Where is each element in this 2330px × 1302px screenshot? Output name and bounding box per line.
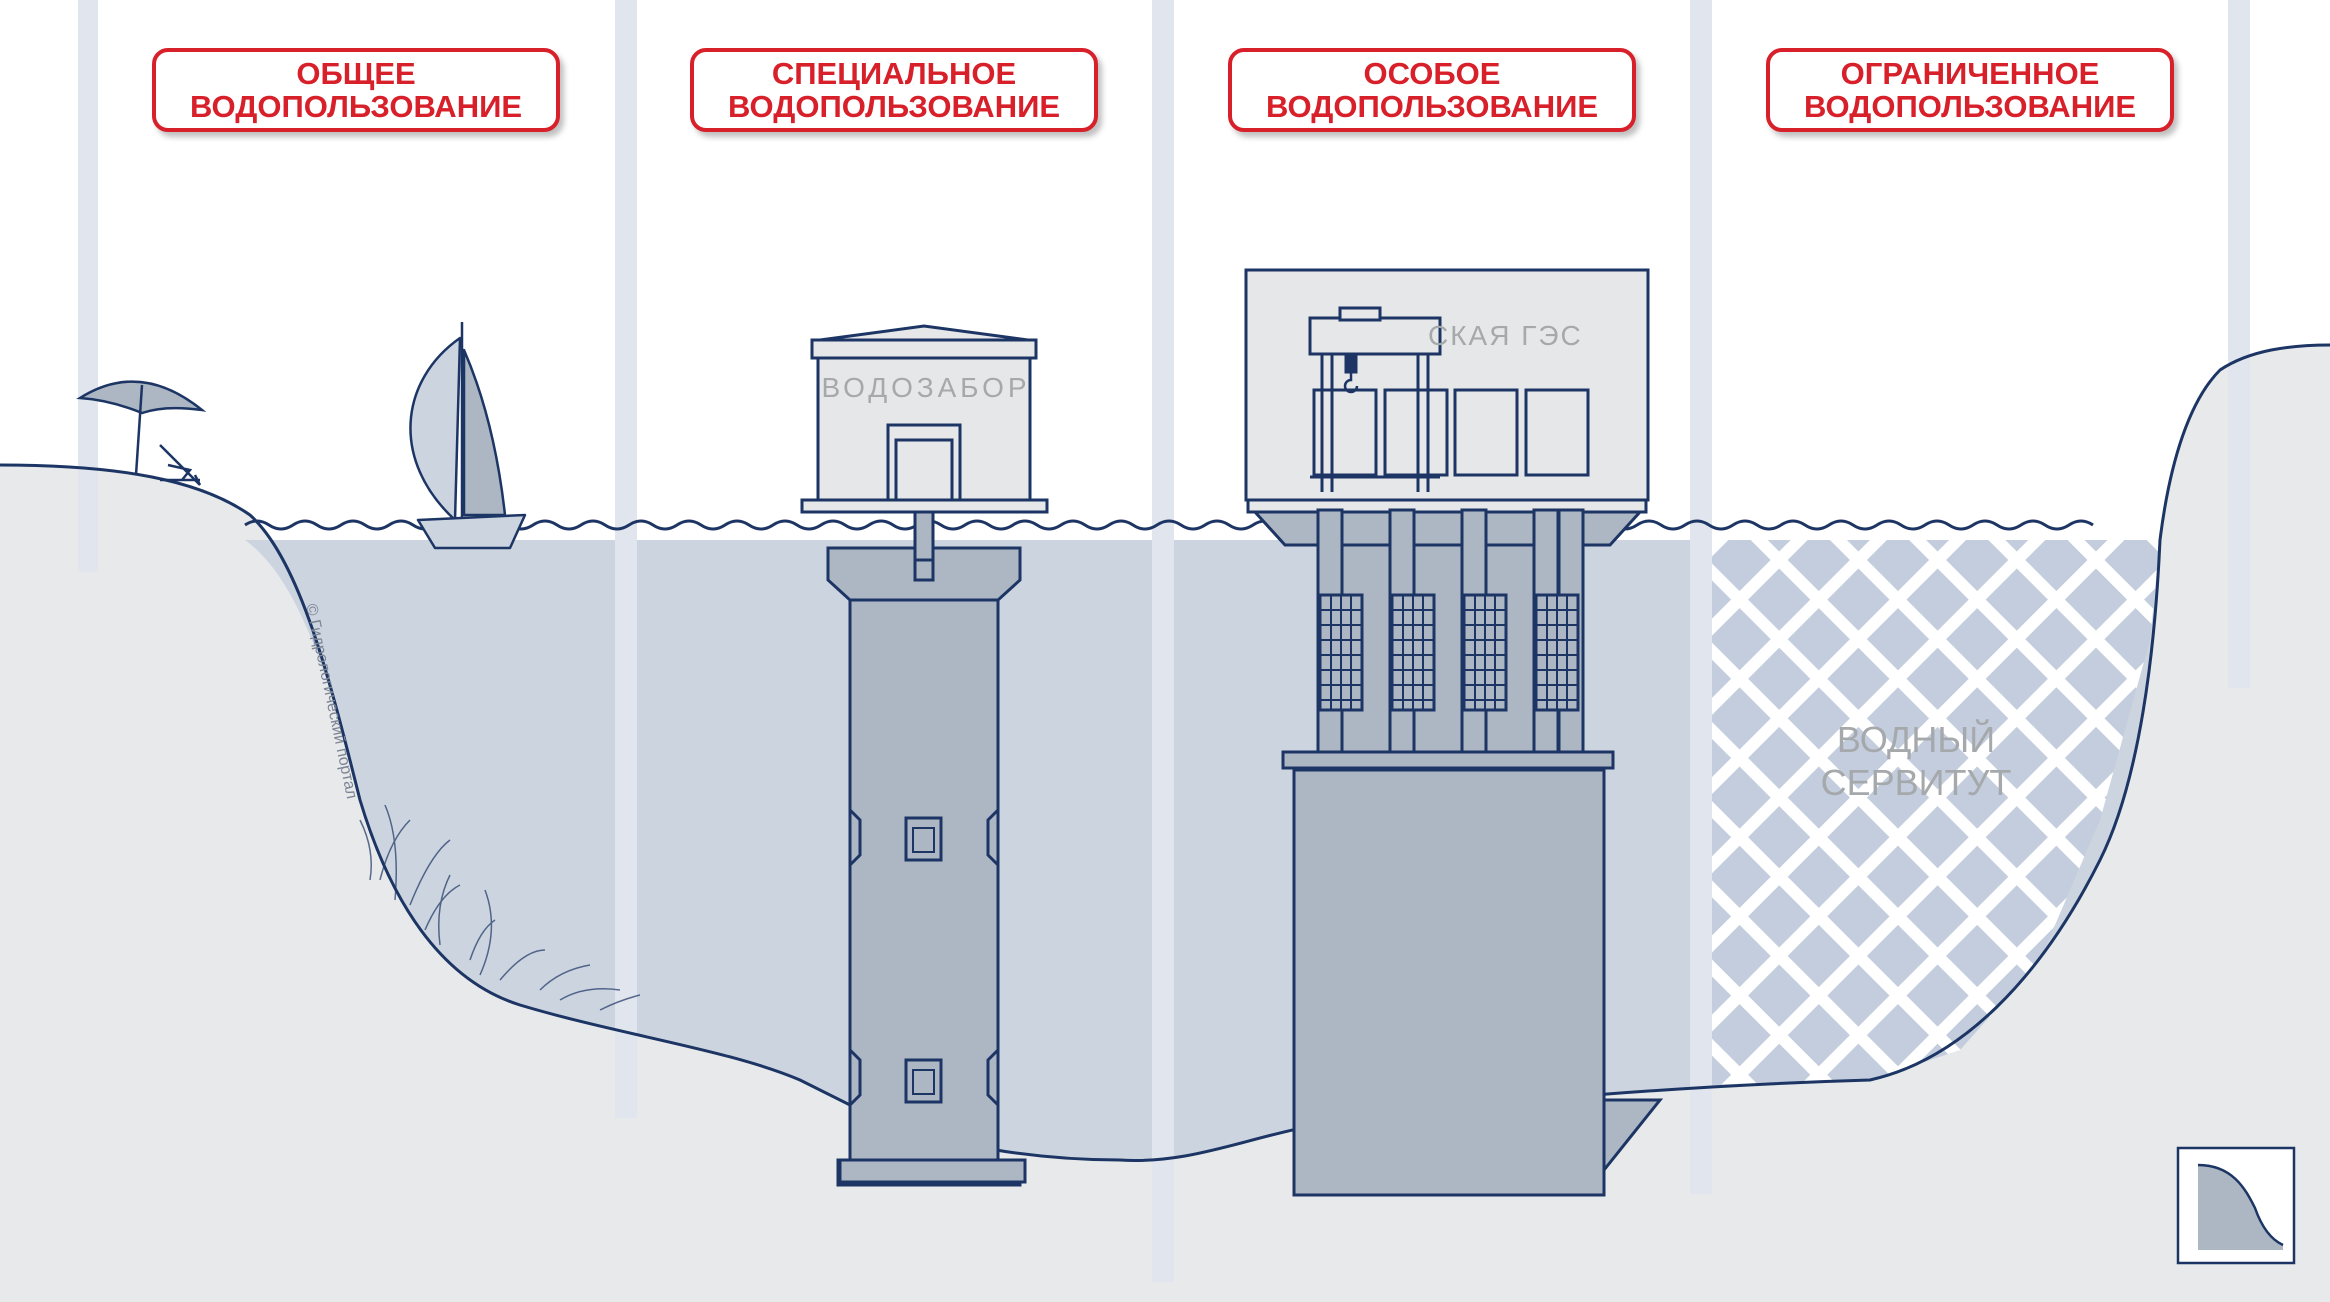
hydrological-portal-logo-icon: [2176, 1146, 2296, 1265]
label-general-water-use: ОБЩЕЕ ВОДОПОЛЬЗОВАНИЕ: [152, 48, 560, 132]
hpp-sign: СКАЯ ГЭС: [1428, 320, 1583, 351]
servitude-label-line2: СЕРВИТУТ: [1821, 762, 2012, 803]
seaweed: [359, 804, 641, 1011]
divider: [1690, 0, 1712, 1194]
label-general-line1: ОБЩЕЕ: [296, 56, 416, 91]
dam-gate-grid: [1320, 595, 1578, 710]
divider: [1152, 0, 1174, 1282]
divider: [2228, 0, 2250, 688]
sailboat-icon: [409, 322, 527, 550]
label-separate-line1: ОСОБОЕ: [1363, 56, 1501, 91]
water-surface: [244, 519, 2094, 531]
shoreline: [0, 343, 2330, 1162]
label-general-line2: ВОДОПОЛЬЗОВАНИЕ: [189, 89, 523, 124]
label-special-water-use: СПЕЦИАЛЬНОЕ ВОДОПОЛЬЗОВАНИЕ: [690, 48, 1098, 132]
intake-sign: ВОДОЗАБОР: [822, 372, 1027, 403]
label-special-line2: ВОДОПОЛЬЗОВАНИЕ: [727, 89, 1061, 124]
hydro-power-plant: [1244, 268, 1664, 1197]
beach-umbrella-icon: [76, 380, 207, 486]
divider: [615, 0, 637, 1118]
water: [245, 540, 2160, 1161]
divider: [78, 0, 98, 572]
servitude-label-line1: ВОДНЫЙ: [1837, 718, 1995, 760]
label-special-line1: СПЕЦИАЛЬНОЕ: [771, 56, 1017, 91]
ground: [0, 345, 2330, 1302]
label-limited-water-use: ОГРАНИЧЕННОЕ ВОДОПОЛЬЗОВАНИЕ: [1766, 48, 2174, 132]
water-intake-tower: [800, 324, 1049, 1187]
label-limited-line2: ВОДОПОЛЬЗОВАНИЕ: [1803, 89, 2137, 124]
label-separate-water-use: ОСОБОЕ ВОДОПОЛЬЗОВАНИЕ: [1228, 48, 1636, 132]
label-separate-line2: ВОДОПОЛЬЗОВАНИЕ: [1265, 89, 1599, 124]
label-limited-line1: ОГРАНИЧЕННОЕ: [1840, 56, 2100, 91]
